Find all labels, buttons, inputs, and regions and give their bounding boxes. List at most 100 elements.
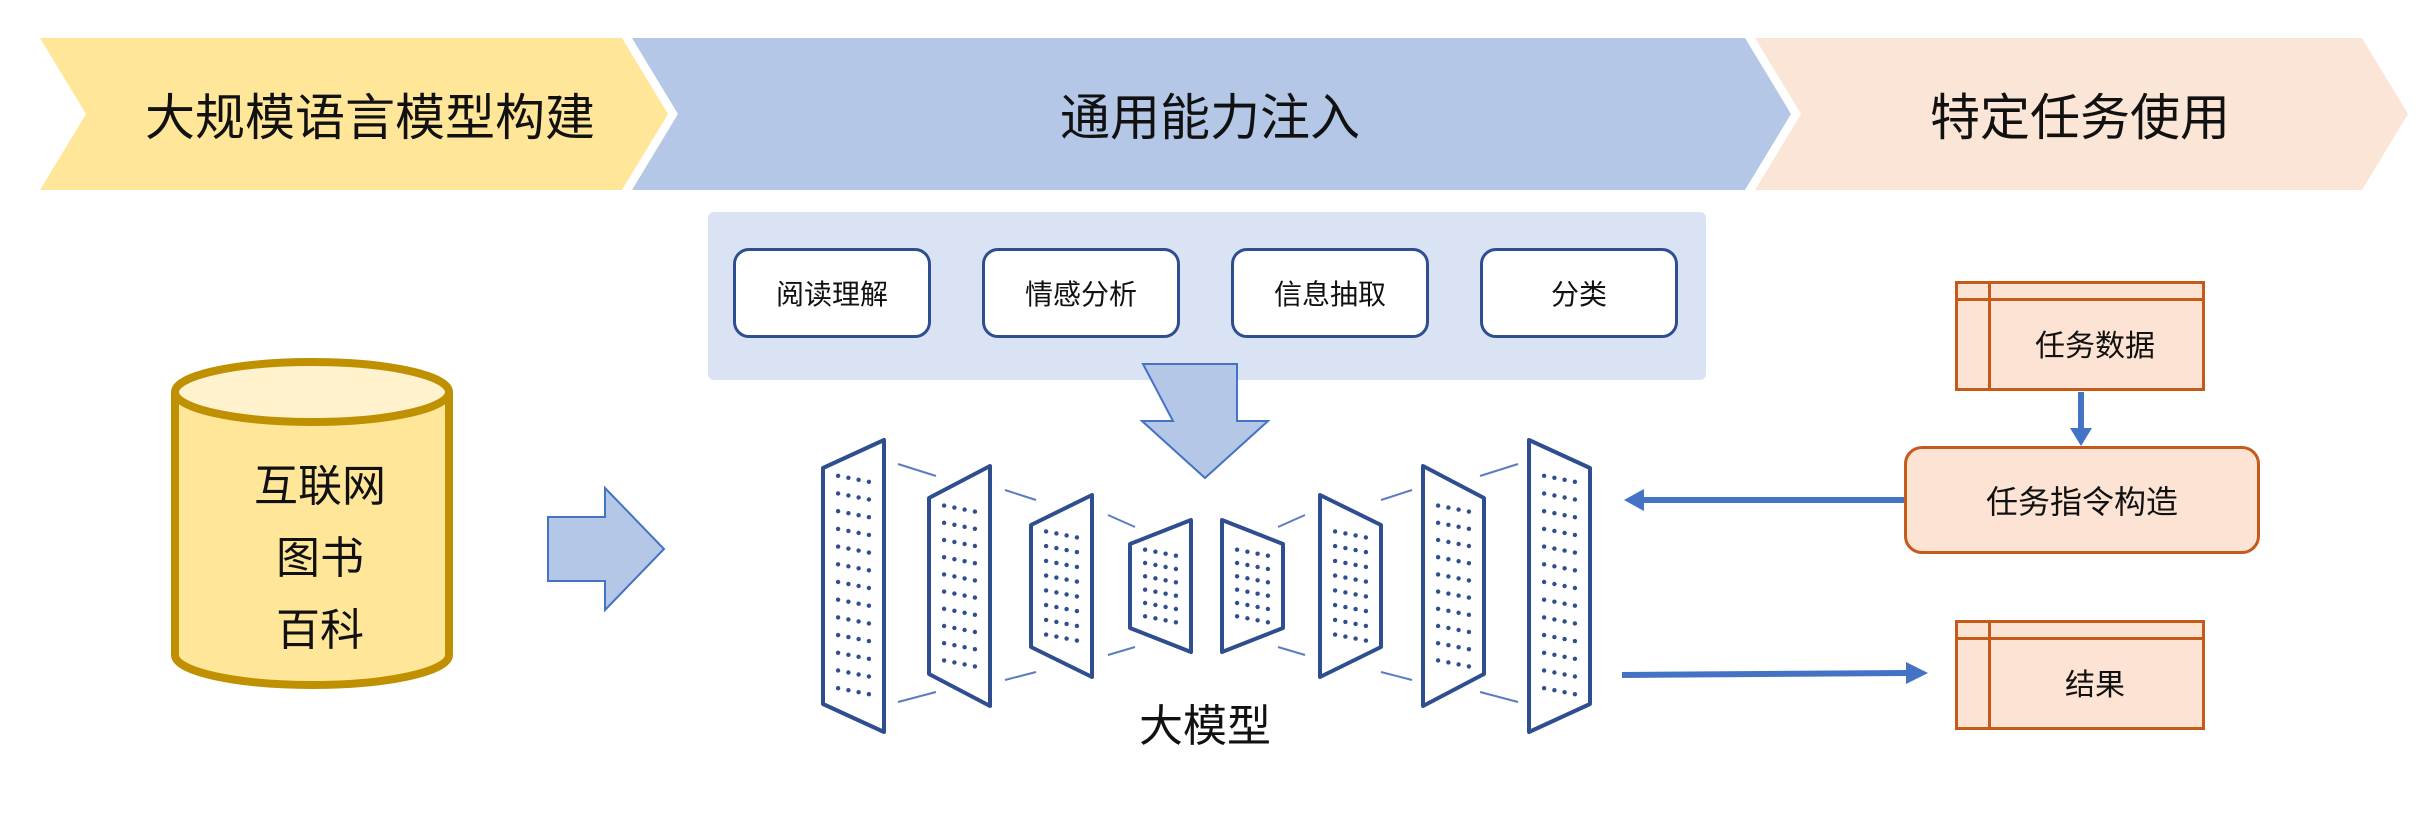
neuron-dot: [1562, 566, 1567, 571]
neuron-dot: [1054, 634, 1059, 639]
neuron-dot: [1343, 604, 1348, 610]
neuron-dot: [856, 530, 861, 536]
neuron-dot: [1234, 600, 1240, 606]
model-connectors: [897, 463, 1519, 703]
neuron-dot: [846, 599, 851, 604]
capability-sentiment: 情感分析: [982, 248, 1180, 338]
neuron-dot: [866, 603, 872, 608]
neuron-dot: [846, 511, 851, 516]
neuron-dot: [1552, 528, 1557, 534]
neuron-dot: [866, 674, 872, 679]
neuron-dot: [952, 660, 957, 665]
neuron-dot: [941, 520, 947, 525]
neuron-dot: [1552, 564, 1557, 569]
neuron-dot: [1234, 560, 1240, 566]
neuron-dot: [1054, 590, 1059, 595]
neuron-dot: [1054, 575, 1059, 580]
neuron-dot: [1435, 555, 1441, 560]
neuron-dot: [1435, 641, 1441, 646]
neuron-dot: [835, 615, 841, 620]
neuron-dot: [1562, 548, 1567, 553]
neuron-dot: [941, 537, 947, 543]
neuron-dot: [1552, 634, 1557, 640]
neuron-dot: [1552, 511, 1557, 516]
neuron-dot: [1541, 597, 1547, 602]
neuron-dot: [1043, 617, 1049, 623]
neuron-dot: [1163, 604, 1168, 610]
neuron-dot: [1456, 593, 1461, 598]
neuron-dot: [1456, 662, 1461, 667]
stage-1-chevron: [40, 38, 668, 190]
neuron-dot: [1446, 660, 1451, 665]
neuron-dot: [846, 581, 851, 587]
neuron-dot: [856, 583, 861, 589]
neuron-dot: [1363, 623, 1369, 629]
neuron-dot: [1562, 583, 1567, 589]
neuron-dot: [846, 546, 851, 551]
neuron-dot: [1245, 616, 1250, 621]
neuron-dot: [1446, 539, 1451, 545]
neuron-dot: [1456, 559, 1461, 564]
neuron-dot: [1142, 587, 1148, 592]
data-source-cylinder: [171, 358, 453, 689]
neuron-dot: [1064, 533, 1069, 538]
neuron-dot: [1343, 575, 1348, 580]
neuron-dot: [1446, 625, 1451, 631]
neuron-dot: [1541, 526, 1547, 532]
neuron-dot: [1353, 592, 1358, 597]
neuron-dot: [1064, 606, 1069, 612]
neuron-dot: [1446, 643, 1451, 648]
neuron-dot: [1142, 560, 1148, 566]
neuron-dot: [1265, 606, 1271, 612]
neuron-dot: [1043, 558, 1049, 564]
neuron-dot: [1446, 505, 1451, 510]
neuron-dot: [856, 513, 861, 518]
neuron-dot: [1541, 650, 1547, 655]
neuron-dot: [1572, 621, 1578, 626]
neuron-dot: [1173, 580, 1179, 585]
neuron-dot: [1435, 503, 1441, 508]
neuron-dot: [1572, 515, 1578, 520]
neuron-dot: [941, 589, 947, 594]
neuron-dot: [835, 632, 841, 638]
neuron-dot: [1043, 543, 1049, 549]
neuron-dot: [835, 491, 841, 496]
neuron-dot: [1446, 591, 1451, 596]
neuron-dot: [1245, 549, 1250, 554]
neuron-dot: [972, 509, 978, 514]
neuron-dot: [952, 539, 957, 545]
neuron-dot: [1552, 688, 1557, 693]
neuron-dot: [1074, 608, 1080, 614]
neuron-dot: [1552, 546, 1557, 551]
neuron-dot: [1435, 537, 1441, 543]
neuron-dot: [835, 686, 841, 691]
neuron-dot: [962, 541, 967, 547]
neuron-dot: [941, 641, 947, 646]
neuron-dot: [1163, 618, 1168, 623]
neuron-dot: [1153, 602, 1158, 608]
neuron-dot: [1456, 541, 1461, 547]
neuron-dot: [1332, 617, 1338, 623]
neuron-dot: [866, 568, 872, 573]
neuron-dot: [1255, 618, 1260, 623]
neuron-dot: [1043, 588, 1049, 593]
neuron-dot: [1332, 588, 1338, 593]
neuron-dot: [1343, 531, 1348, 536]
neuron-dot: [1332, 529, 1338, 534]
neuron-dot: [941, 503, 947, 508]
neuron-dot: [1572, 656, 1578, 661]
neuron-dot: [856, 495, 861, 500]
neuron-dot: [846, 528, 851, 534]
stage-1-label: 大规模语言模型构建: [145, 89, 595, 147]
neuron-dot: [1456, 645, 1461, 650]
neuron-dot: [1074, 564, 1080, 570]
neuron-dot: [1363, 579, 1369, 584]
neuron-dot: [1541, 491, 1547, 496]
neuron-dot: [1054, 531, 1059, 536]
neuron-dot: [1466, 509, 1472, 514]
neuron-dot: [1142, 614, 1148, 619]
neuron-dot: [1562, 654, 1567, 659]
neuron-dot: [941, 623, 947, 629]
neuron-dot: [1234, 547, 1240, 552]
